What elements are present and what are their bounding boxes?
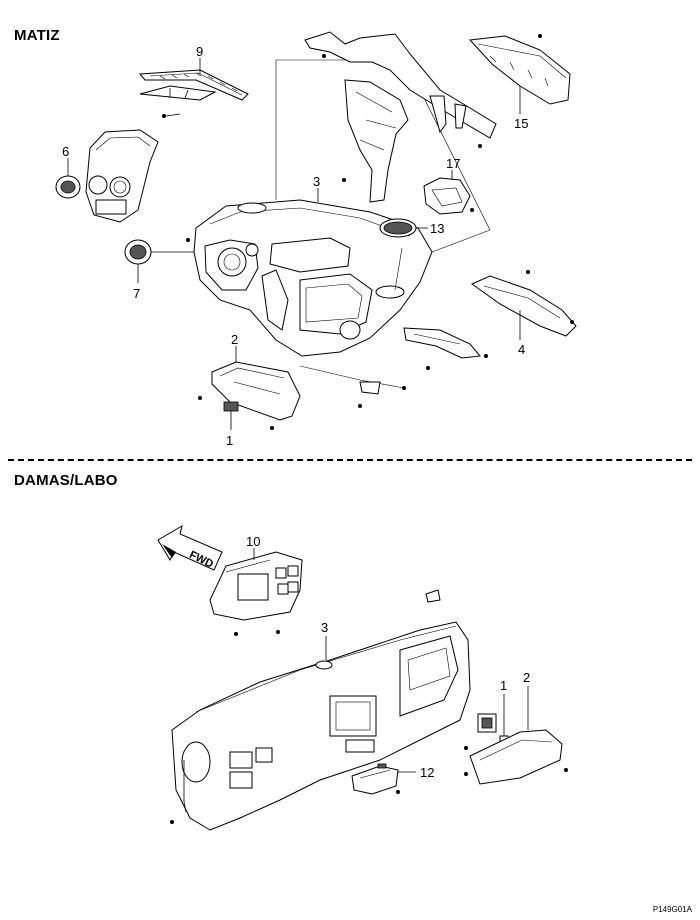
part-1-damas-latch (464, 694, 509, 750)
figure-code: P149G01A (652, 905, 692, 914)
section-title-damas-labo: DAMAS/LABO (14, 472, 118, 489)
part-6-meter-bezel (55, 129, 159, 223)
callout-10: 10 (246, 534, 260, 549)
callout-4: 4 (518, 342, 525, 357)
matiz-callouts: 9 6 7 3 15 17 13 2 1 4 (62, 44, 528, 448)
callout-17: 17 (446, 156, 460, 171)
part-10-meter-hood (209, 548, 303, 636)
callout-2: 2 (231, 332, 238, 347)
part-2-damas-glove-box (464, 686, 568, 785)
matiz-diagram: 9 6 7 3 15 17 13 2 1 4 (55, 31, 577, 448)
part-3-instrument-panel (193, 59, 491, 357)
section-divider (8, 459, 692, 461)
damas-labo-diagram: FWD (157, 524, 568, 831)
steering-column-bracket (403, 327, 488, 370)
section-title-matiz: MATIZ (14, 27, 60, 44)
part-1-glove-box-latch (223, 401, 239, 430)
callout-1: 1 (226, 433, 233, 448)
part-3-damas-instrument-panel (170, 589, 471, 831)
part-13-speaker-grille (379, 218, 428, 238)
callout-2-damas: 2 (523, 670, 530, 685)
matiz-fasteners (186, 238, 406, 408)
part-7-side-vent (124, 239, 200, 283)
part-4-lower-panel (470, 270, 577, 340)
part-15-upper-tray (468, 34, 571, 114)
part-12-tray (351, 763, 416, 795)
fwd-arrow-icon: FWD (157, 524, 223, 571)
callout-3-damas: 3 (321, 620, 328, 635)
callout-3: 3 (313, 174, 320, 189)
callout-1-damas: 1 (500, 678, 507, 693)
callout-9: 9 (196, 44, 203, 59)
part-17-bracket (423, 170, 474, 215)
callout-15: 15 (514, 116, 528, 131)
instrument-panel-reinforcement-frame (304, 31, 497, 203)
damas-callouts: 10 3 1 2 12 (246, 534, 530, 780)
callout-13: 13 (430, 221, 444, 236)
callout-6: 6 (62, 144, 69, 159)
callout-12: 12 (420, 765, 434, 780)
part-2-glove-box (198, 346, 301, 430)
part-9-defroster-grille (138, 58, 249, 118)
callout-7: 7 (133, 286, 140, 301)
